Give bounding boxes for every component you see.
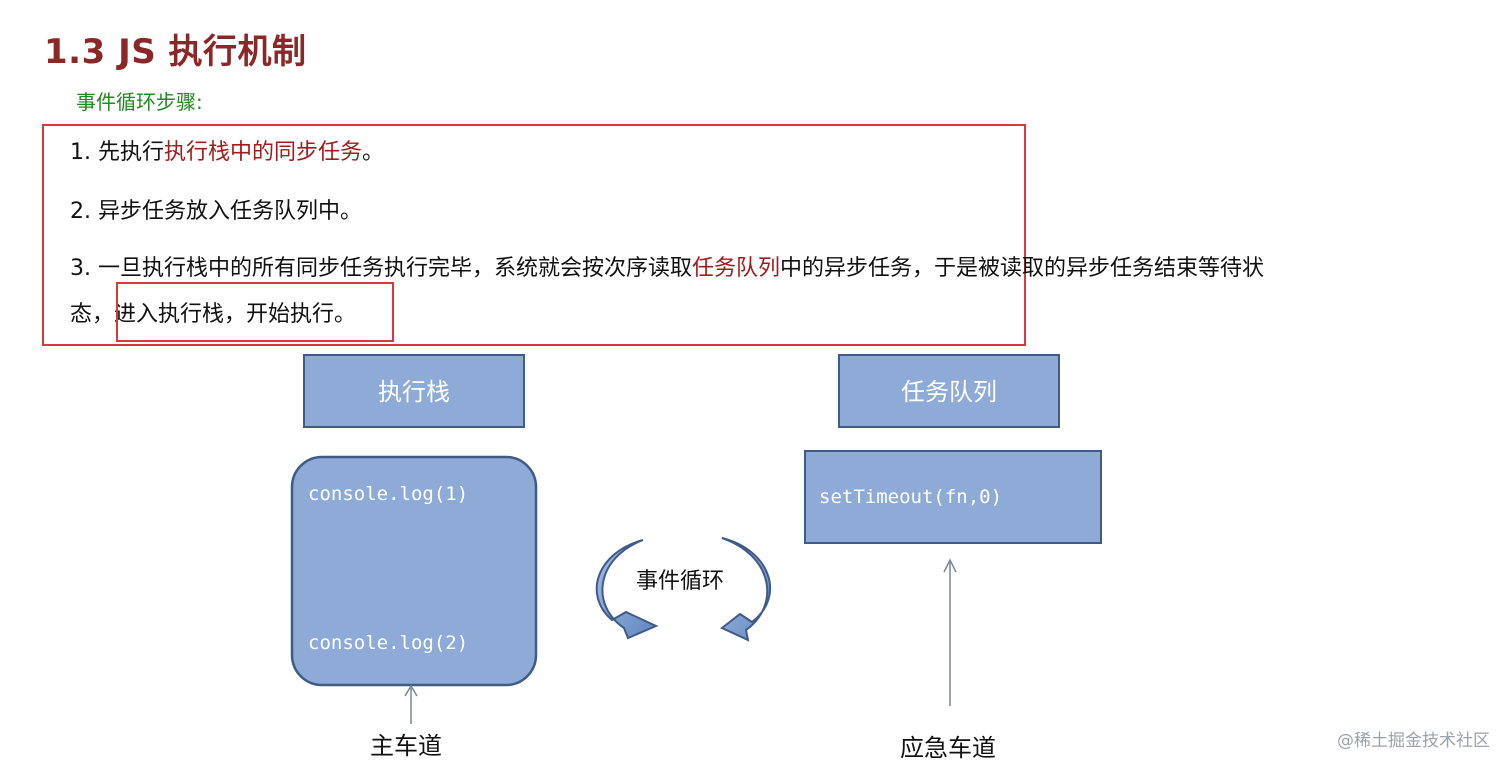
- step-3-line-2: 态，进入执行栈，开始执行。: [70, 296, 356, 328]
- exec-stack-header: [303, 354, 525, 428]
- exec-code-1: console.log(1): [308, 483, 468, 505]
- exec-stack-body: [290, 455, 538, 687]
- step-3-highlight: 任务队列: [692, 256, 781, 281]
- emergency-lane-label: 应急车道: [900, 734, 996, 762]
- emergency-lane-arrow-icon: [943, 558, 957, 573]
- exec-code-2: console.log(2): [308, 632, 468, 654]
- step-1-suffix: 。: [362, 140, 385, 165]
- step-3-line-2-prefix: 态，: [70, 302, 115, 327]
- watermark: @稀土掘金技术社区: [1337, 731, 1490, 751]
- step-3-suffix: 中的异步任务，于是被读取的异步任务结束等待状: [780, 256, 1265, 281]
- page-title: 1.3 JS 执行机制: [44, 32, 307, 72]
- highlight-frame: [116, 282, 394, 342]
- queue-code: setTimeout(fn,0): [819, 486, 1002, 508]
- task-queue-header: [838, 354, 1060, 428]
- task-queue-label: 任务队列: [901, 378, 997, 406]
- step-1-prefix: 1. 先执行: [70, 140, 164, 165]
- event-loop-label: 事件循环: [636, 569, 724, 594]
- step-2: 2. 异步任务放入任务队列中。: [70, 199, 362, 224]
- step-1-highlight: 执行栈中的同步任务: [163, 140, 362, 165]
- main-lane-arrow-icon: [404, 684, 418, 697]
- loop-arrow-left-icon: [595, 539, 659, 640]
- step-3-prefix: 3. 一旦执行栈中的所有同步任务执行完毕，系统就会按次序读取: [70, 256, 692, 281]
- exec-stack-label: 执行栈: [378, 378, 450, 406]
- main-lane-label: 主车道: [370, 732, 442, 760]
- steps-frame: [42, 124, 1026, 346]
- event-loop-arrows: [595, 537, 771, 642]
- task-queue-body: [804, 450, 1102, 544]
- loop-arrow-right-icon: [720, 537, 771, 642]
- step-1: 1. 先执行执行栈中的同步任务。: [70, 134, 384, 166]
- step-3-line-1: 3. 一旦执行栈中的所有同步任务执行完毕，系统就会按次序读取任务队列中的异步任务…: [70, 250, 1264, 282]
- subtitle: 事件循环步骤:: [76, 90, 203, 114]
- step-3-line-2-boxed: 进入执行栈，开始执行。: [114, 302, 357, 327]
